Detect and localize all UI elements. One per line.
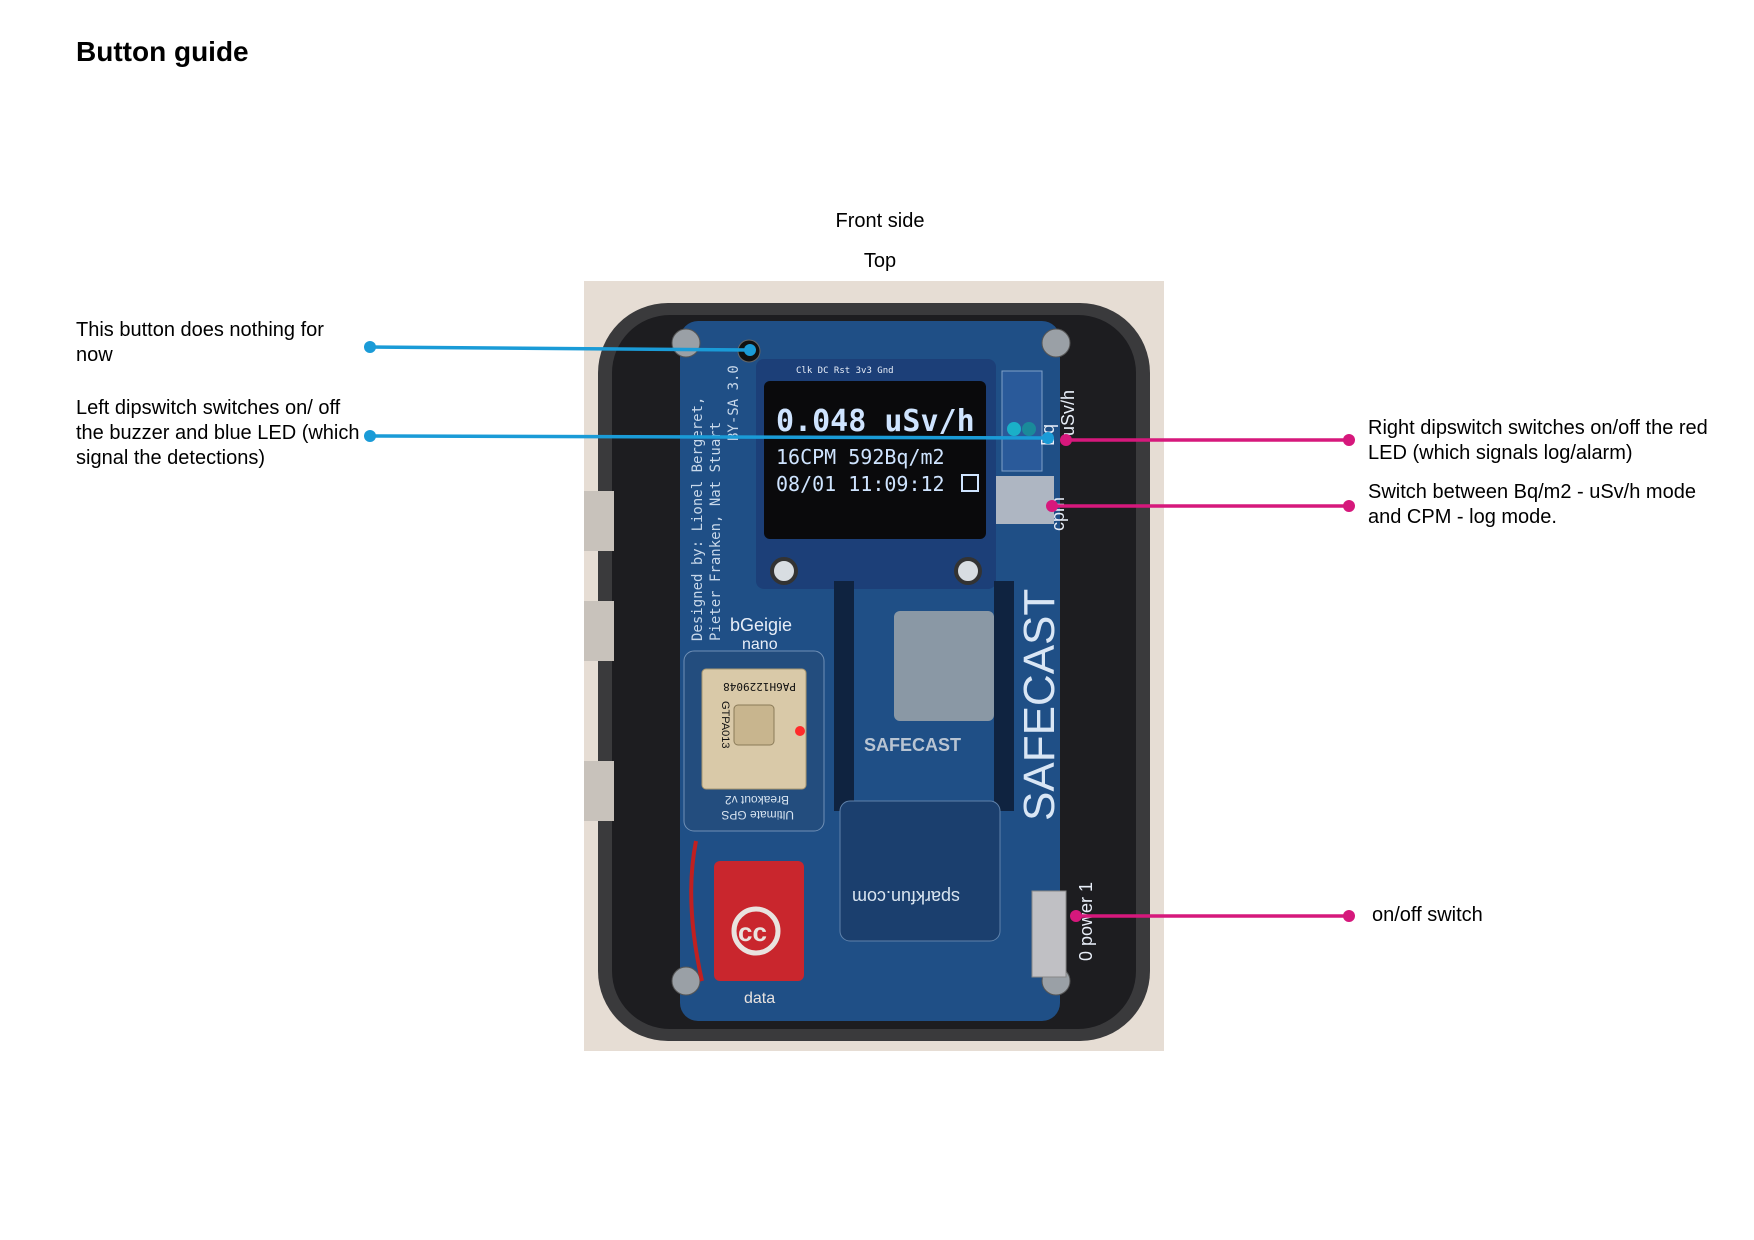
credit-line-2: Pieter Franken, Nat Stuart — [708, 422, 724, 641]
leader-dot — [1343, 500, 1355, 512]
gps-board-label: Ultimate GPS — [721, 808, 794, 822]
leader-dot — [1042, 432, 1054, 444]
display-line-cpm: 16CPM 592Bq/m2 — [776, 445, 945, 469]
cc-icon-text: cc — [738, 917, 767, 947]
top-caption: Top — [863, 250, 897, 272]
oled-screen — [764, 381, 986, 539]
pin-header — [834, 581, 854, 811]
sparkfun-label: sparkfun.com — [852, 887, 960, 907]
red-led — [795, 726, 805, 736]
nano-label: nano — [742, 636, 778, 653]
callout-right-dipswitch: Right dipswitch switches on/off the red … — [1368, 417, 1708, 464]
leader-dot — [1060, 434, 1072, 446]
leader-dot — [744, 344, 756, 356]
display-status-icon — [961, 474, 979, 492]
gps-chip-label: PA6H1229048 — [723, 680, 796, 693]
display-line-dose: 0.048 uSv/h — [776, 404, 975, 439]
credit-license: BY-SA 3.0 — [726, 365, 742, 441]
status-led — [1022, 422, 1036, 436]
mount-hole — [954, 557, 982, 585]
leader-unused-button — [369, 345, 751, 352]
device-photo: Clk DC Rst 3v3 Gnd 0.048 uSv/h 16CPM 592… — [584, 281, 1164, 1051]
front-side-caption: Front side — [835, 210, 925, 232]
openlog-board — [714, 861, 804, 981]
leader-left-dipswitch — [369, 434, 1049, 440]
gps-board-label-2: Breakout v2 — [725, 793, 789, 807]
case-latch — [584, 601, 614, 661]
callout-unused-button: This button does nothing for now — [76, 319, 324, 366]
case-latch — [584, 491, 614, 551]
red-wire — [689, 840, 704, 982]
oled-pin-labels: Clk DC Rst 3v3 Gnd — [796, 366, 894, 376]
leader-dot — [1046, 500, 1058, 512]
xbee-adapter — [839, 800, 1001, 942]
gps-antenna — [733, 704, 775, 746]
mode-toggle-switch — [996, 476, 1054, 524]
callout-left-dipswitch: Left dipswitch switches on/ off the buzz… — [76, 397, 360, 469]
cc-data-label: data — [744, 990, 775, 1007]
callout-mode-switch: Switch between Bq/m2 - uSv/h mode and CP… — [1368, 481, 1696, 528]
board-brand: SAFECAST — [1015, 589, 1064, 821]
leader-dot — [1070, 910, 1082, 922]
pin-header — [994, 581, 1014, 811]
case-latch — [584, 761, 614, 821]
credit-line-1: Designed by: Lionel Bergeret, — [690, 397, 706, 641]
safecast-logo — [894, 611, 994, 721]
cc-icon — [731, 906, 781, 956]
leader-dot — [364, 430, 376, 442]
leader-dot — [1343, 910, 1355, 922]
mount-hole — [770, 557, 798, 585]
dipswitch-block — [1001, 370, 1043, 472]
screw-icon — [1041, 328, 1071, 358]
callout-onoff-switch: on/off switch — [1372, 904, 1483, 926]
gps-model-label: GTPA013 — [719, 701, 731, 749]
display-line-time: 08/01 11:09:12 — [776, 472, 945, 496]
right-leaders — [1046, 434, 1355, 922]
label-usv: uSv/h — [1058, 390, 1078, 436]
blue-led — [1007, 422, 1021, 436]
leader-dot — [1343, 434, 1355, 446]
power-switch — [1031, 890, 1067, 978]
page-title: Button guide — [76, 36, 249, 67]
leader-dot — [364, 341, 376, 353]
label-power: 0 power 1 — [1076, 882, 1096, 961]
safecast-logo-text: SAFECAST — [864, 735, 961, 755]
left-leaders — [364, 341, 1054, 444]
bgeigie-label: bGeigie — [730, 615, 792, 635]
